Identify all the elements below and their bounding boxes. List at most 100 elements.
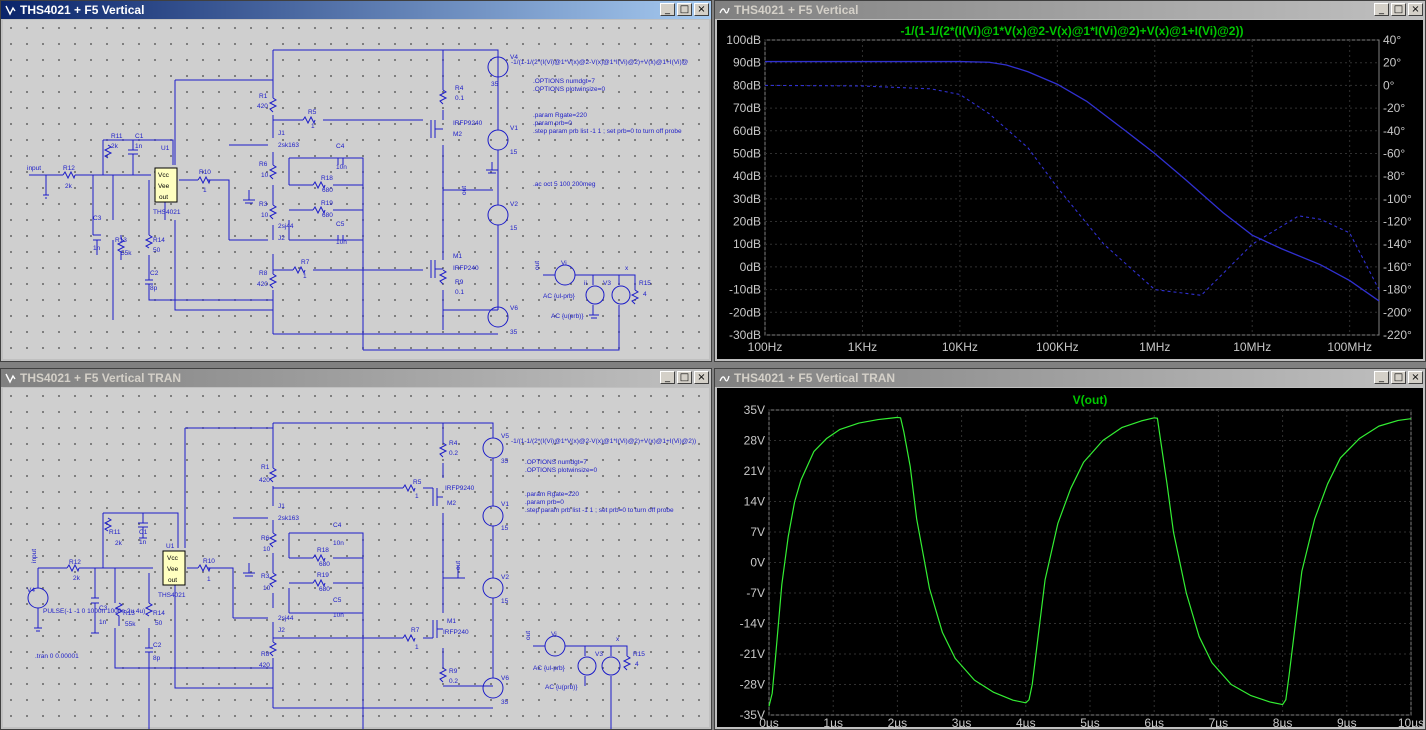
- y-tick-label: 7V: [750, 525, 765, 539]
- label: V3: [603, 280, 611, 287]
- y2-tick-label: -20°: [1383, 101, 1405, 115]
- label: IRFP9240: [445, 485, 475, 492]
- schematic-icon: [5, 373, 16, 384]
- maximize-button[interactable]: □: [1391, 371, 1406, 384]
- maximize-button[interactable]: □: [1391, 3, 1406, 16]
- label: V3: [595, 651, 603, 658]
- label: x: [616, 636, 620, 643]
- minimize-button[interactable]: _: [660, 3, 675, 16]
- x-tick-label: 0µs: [759, 716, 779, 729]
- window-titlebar[interactable]: THS4021 + F5 Vertical _ □ ×: [715, 1, 1425, 19]
- label: THS4021: [158, 592, 186, 599]
- close-button[interactable]: ×: [1408, 3, 1423, 16]
- label: AC {u(prb)}: [551, 313, 584, 320]
- label: 35: [501, 458, 509, 465]
- label: 420: [259, 477, 270, 484]
- label: 680: [319, 561, 330, 568]
- y-tick-label: -21V: [740, 647, 765, 661]
- label: V1: [510, 125, 518, 132]
- close-button[interactable]: ×: [694, 3, 709, 16]
- label: 15: [510, 225, 518, 232]
- window-titlebar[interactable]: THS4021 + F5 Vertical TRAN _ □ ×: [1, 369, 711, 387]
- label: 1: [311, 123, 315, 130]
- plot-title: -1/(1-1/(2*(I(Vi)@1*V(x)@2-V(x)@1*I(Vi)@…: [901, 24, 1244, 38]
- x-tick-label: 4µs: [1016, 716, 1036, 729]
- y-tick-label: -28V: [740, 678, 765, 692]
- label: Vi: [551, 631, 557, 638]
- label: .OPTIONS plotwinsize=0: [533, 86, 605, 93]
- minimize-button[interactable]: _: [660, 371, 675, 384]
- schematic-canvas[interactable]: input R12 2k C3 1n R13 55k R14 50 C2 8p …: [3, 20, 709, 359]
- y2-tick-label: -40°: [1383, 124, 1405, 138]
- label: 8p: [153, 655, 161, 662]
- label: 35: [501, 699, 509, 706]
- label: out: [461, 186, 468, 195]
- close-button[interactable]: ×: [694, 371, 709, 384]
- y2-tick-label: 40°: [1383, 33, 1401, 47]
- schematic-window-tran[interactable]: THS4021 + F5 Vertical TRAN _ □ ×: [0, 368, 712, 730]
- schematic-canvas[interactable]: input V4 PULSE(-1 -1 0 1000n 1000n 2u 4u…: [3, 388, 709, 729]
- minimize-button[interactable]: _: [1374, 371, 1389, 384]
- label: 10n: [333, 612, 344, 619]
- label: 50: [155, 620, 163, 627]
- schematic-window-ac[interactable]: THS4021 + F5 Vertical _ □ ×: [0, 0, 712, 362]
- window-titlebar[interactable]: THS4021 + F5 Vertical TRAN _ □ ×: [715, 369, 1425, 387]
- label: V2: [510, 201, 518, 208]
- label: AC {ul-prb}: [543, 293, 576, 300]
- window-title: THS4021 + F5 Vertical TRAN: [734, 371, 896, 385]
- label: PULSE(-1 -1 0 1000n 1000n 2u 4u): [43, 608, 145, 615]
- label: C3: [93, 215, 102, 222]
- label: V4: [27, 587, 35, 594]
- y2-tick-label: 20°: [1383, 56, 1401, 70]
- label: R19: [317, 572, 329, 579]
- window-title: THS4021 + F5 Vertical: [734, 3, 859, 17]
- x-tick-label: 10MHz: [1233, 340, 1271, 354]
- label: IRFP9240: [453, 120, 483, 127]
- label: R6: [261, 535, 270, 542]
- label: 0.1: [455, 289, 464, 296]
- label: V5: [501, 433, 509, 440]
- plot-frame: [764, 39, 1380, 336]
- label: 2sk163: [278, 515, 299, 522]
- label: R12: [63, 165, 75, 172]
- label: 50: [153, 247, 161, 254]
- x-tick-label: 5µs: [1080, 716, 1100, 729]
- label: V6: [510, 305, 518, 312]
- minimize-button[interactable]: _: [1374, 3, 1389, 16]
- label: out: [455, 561, 462, 570]
- y2-tick-label: -100°: [1383, 192, 1412, 206]
- window-titlebar[interactable]: THS4021 + F5 Vertical _ □ ×: [1, 1, 711, 19]
- label: 2sj44: [278, 615, 294, 622]
- y2-tick-label: -220°: [1383, 328, 1412, 342]
- schematic-drawing: input V4 PULSE(-1 -1 0 1000n 1000n 2u 4u…: [27, 422, 696, 729]
- label: 1: [415, 493, 419, 500]
- y-tick-label: 40dB: [733, 169, 761, 183]
- y-tick-label: 70dB: [733, 101, 761, 115]
- y2-tick-label: -160°: [1383, 260, 1412, 274]
- label: V1: [501, 501, 509, 508]
- label: 680: [322, 187, 333, 194]
- close-button[interactable]: ×: [1408, 371, 1423, 384]
- label: out: [168, 577, 177, 584]
- label: 0.2: [449, 450, 458, 457]
- label: C2: [153, 642, 162, 649]
- label: C2: [150, 270, 159, 277]
- label: C4: [336, 143, 345, 150]
- label: .OPTIONS numdgt=7: [533, 78, 595, 85]
- maximize-button[interactable]: □: [677, 3, 692, 16]
- maximize-button[interactable]: □: [677, 371, 692, 384]
- label: 10n: [333, 540, 344, 547]
- label: R4: [455, 85, 464, 92]
- label: U1: [166, 543, 175, 550]
- label: R13: [115, 237, 127, 244]
- y-tick-label: 21V: [744, 464, 765, 478]
- label: R7: [411, 627, 420, 634]
- label: out: [534, 261, 541, 270]
- label: .OPTIONS numdgt=7: [525, 459, 587, 466]
